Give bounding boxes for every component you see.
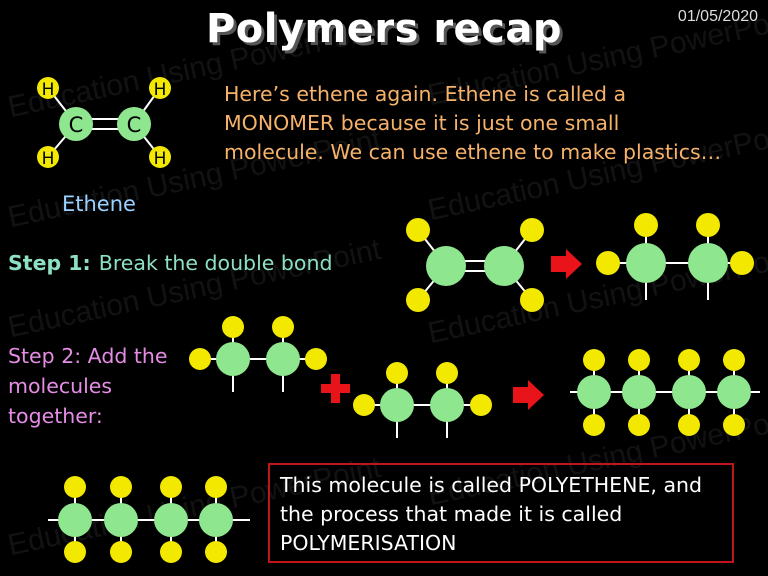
hydrogen-atom bbox=[596, 251, 620, 275]
hydrogen-atom bbox=[222, 316, 244, 338]
intro-text: Here’s ethene again. Ethene is called a … bbox=[224, 82, 722, 164]
carbon-atom bbox=[266, 342, 300, 376]
hydrogen-atom bbox=[634, 213, 658, 237]
hydrogen-atom bbox=[628, 349, 650, 371]
hydrogen-atom bbox=[305, 348, 327, 370]
right-arrow-icon bbox=[551, 249, 582, 279]
hydrogen-atom bbox=[730, 251, 754, 275]
hydrogen-symbol: H bbox=[42, 80, 55, 100]
hydrogen-atom bbox=[149, 146, 171, 168]
polymer-chain bbox=[570, 349, 760, 436]
polyethene-chain bbox=[48, 476, 250, 563]
right-arrow-icon bbox=[513, 380, 544, 410]
hydrogen-symbol: H bbox=[154, 149, 167, 169]
carbon-atom bbox=[672, 375, 706, 409]
carbon-atom bbox=[199, 503, 233, 537]
hydrogen-atom bbox=[353, 394, 375, 416]
carbon-symbol: C bbox=[127, 113, 142, 137]
hydrogen-atom bbox=[64, 476, 86, 498]
carbon-atom bbox=[117, 107, 151, 141]
hydrogen-atom bbox=[678, 349, 700, 371]
hydrogen-atom bbox=[436, 362, 458, 384]
hydrogen-symbol: H bbox=[42, 149, 55, 169]
ethene-structural-formula: H H H H C C bbox=[37, 77, 171, 169]
hydrogen-atom bbox=[628, 414, 650, 436]
conclusion-text: This molecule is called POLYETHENE, and … bbox=[280, 473, 703, 555]
hydrogen-atom bbox=[205, 476, 227, 498]
hydrogen-atom bbox=[406, 218, 430, 242]
hydrogen-atom bbox=[272, 316, 294, 338]
hydrogen-atom bbox=[110, 541, 132, 563]
broken-bond-monomer bbox=[596, 213, 754, 300]
plus-bar bbox=[331, 374, 340, 403]
hydrogen-atom bbox=[470, 394, 492, 416]
carbon-atom bbox=[59, 107, 93, 141]
carbon-atom bbox=[626, 243, 666, 283]
carbon-symbol: C bbox=[69, 113, 84, 137]
hydrogen-atom bbox=[696, 213, 720, 237]
plus-icon bbox=[321, 374, 350, 403]
carbon-atom bbox=[688, 243, 728, 283]
monomer-unit-2 bbox=[353, 362, 492, 438]
carbon-atom bbox=[577, 375, 611, 409]
hydrogen-atom bbox=[37, 146, 59, 168]
hydrogen-atom bbox=[723, 349, 745, 371]
carbon-atom bbox=[58, 503, 92, 537]
carbon-atom bbox=[430, 388, 464, 422]
hydrogen-atom bbox=[205, 541, 227, 563]
slide-title: Polymers recap bbox=[205, 6, 563, 52]
conclusion-box: This molecule is called POLYETHENE, and … bbox=[268, 463, 734, 563]
hydrogen-atom bbox=[678, 414, 700, 436]
step-1: Step 1: Break the double bond bbox=[8, 251, 332, 275]
hydrogen-atom bbox=[160, 541, 182, 563]
hydrogen-atom bbox=[37, 77, 59, 99]
hydrogen-atom bbox=[583, 414, 605, 436]
carbon-atom bbox=[104, 503, 138, 537]
hydrogen-atom bbox=[64, 541, 86, 563]
hydrogen-atom bbox=[189, 348, 211, 370]
monomer-unit-1 bbox=[189, 316, 327, 392]
step-1-text: Break the double bond bbox=[98, 251, 333, 275]
slide-date: 01/05/2020 bbox=[677, 8, 758, 25]
hydrogen-atom bbox=[160, 476, 182, 498]
carbon-atom bbox=[426, 246, 466, 286]
hydrogen-atom bbox=[386, 362, 408, 384]
carbon-atom bbox=[622, 375, 656, 409]
step-2-text: Step 2: Add the molecules together: bbox=[8, 344, 168, 428]
carbon-atom bbox=[484, 246, 524, 286]
hydrogen-atom bbox=[406, 288, 430, 312]
hydrogen-atom bbox=[520, 218, 544, 242]
hydrogen-symbol: H bbox=[154, 80, 167, 100]
hydrogen-atom bbox=[149, 77, 171, 99]
ethene-ball-model bbox=[406, 218, 544, 312]
carbon-atom bbox=[216, 342, 250, 376]
step-1-label: Step 1: bbox=[8, 251, 91, 275]
carbon-atom bbox=[154, 503, 188, 537]
hydrogen-atom bbox=[110, 476, 132, 498]
hydrogen-atom bbox=[583, 349, 605, 371]
hydrogen-atom bbox=[520, 288, 544, 312]
hydrogen-atom bbox=[723, 414, 745, 436]
carbon-atom bbox=[717, 375, 751, 409]
ethene-label: Ethene bbox=[62, 192, 136, 216]
carbon-atom bbox=[380, 388, 414, 422]
